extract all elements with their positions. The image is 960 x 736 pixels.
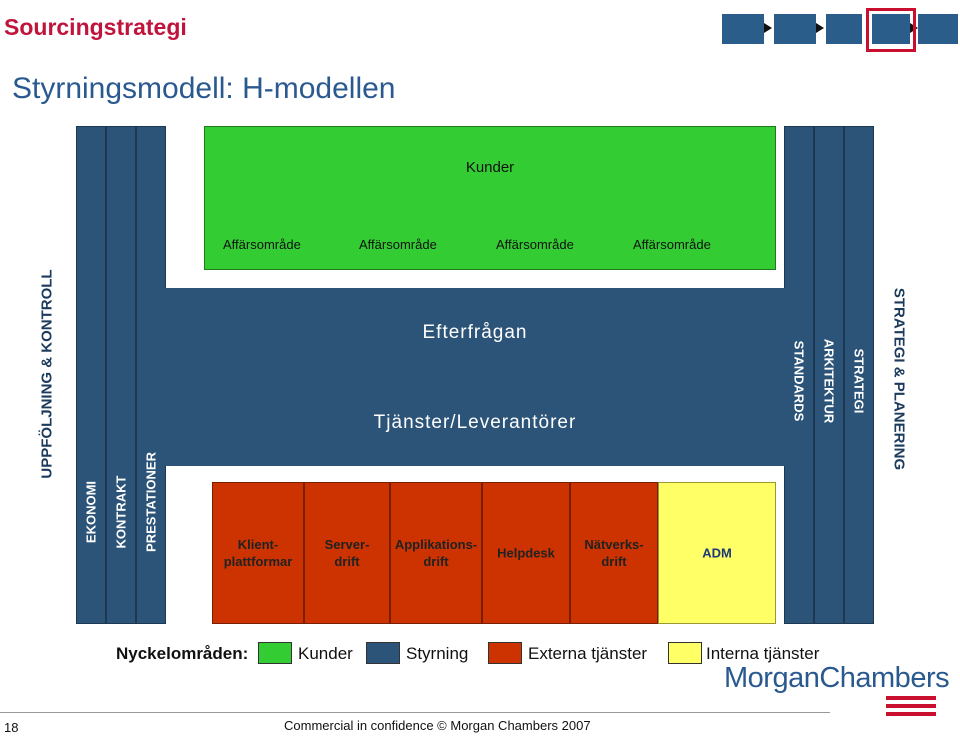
demand-label: Efterfrågan: [422, 322, 528, 343]
service-klientplattformar: Klient-plattformar: [212, 482, 304, 624]
nav-arrow-icon: [764, 23, 772, 33]
service-applikationsdrift: Applikations-drift: [390, 482, 482, 624]
page-number: 18: [4, 720, 19, 735]
customers-block: Kunder Affärsområde Affärsområde Affärso…: [204, 126, 776, 270]
nav-arrow-icon: [816, 23, 824, 33]
column-ekonomi: EKONOMI: [76, 126, 106, 624]
nav-step-4: [872, 14, 910, 44]
column-standards: STANDARDS: [784, 126, 814, 624]
nav-current-highlight: [866, 8, 916, 52]
logo-stripes-icon: [886, 696, 936, 716]
legend-label-kunder: Kunder: [298, 644, 353, 663]
suppliers-label: Tjänster/Leverantörer: [373, 412, 577, 433]
section-title: Sourcingstrategi: [4, 14, 187, 40]
service-adm: ADM: [658, 482, 776, 624]
business-area: Affärsområde: [633, 237, 711, 252]
confidential-notice: Commercial in confidence © Morgan Chambe…: [284, 718, 591, 733]
legend-label-externa: Externa tjänster: [528, 644, 648, 663]
nav-step-5: [918, 14, 958, 44]
right-axis-label: STRATEGI & PLANERING: [890, 287, 908, 471]
customers-title: Kunder: [465, 159, 515, 176]
business-area: Affärsområde: [496, 237, 574, 252]
column-prestationer: PRESTATIONER: [136, 126, 166, 624]
legend: Nyckelområden: Kunder Styrning Externa t…: [116, 642, 836, 668]
business-area: Affärsområde: [223, 237, 301, 252]
column-arkitektur: ARKITEKTUR: [814, 126, 844, 624]
legend-swatch-kunder: [258, 642, 292, 664]
legend-swatch-styrning: [366, 642, 400, 664]
service-natverksdrift: Nätverks-drift: [570, 482, 658, 624]
legend-swatch-interna: [668, 642, 702, 664]
nav-step-1: [722, 14, 764, 44]
column-kontrakt: KONTRAKT: [106, 126, 136, 624]
business-area: Affärsområde: [359, 237, 437, 252]
service-helpdesk: Helpdesk: [482, 482, 570, 624]
legend-label-styrning: Styrning: [406, 644, 469, 663]
legend-label-interna: Interna tjänster: [706, 644, 820, 663]
left-axis-label: UPPFÖLJNING & KONTROLL: [38, 269, 56, 479]
nav-step-3: [826, 14, 862, 44]
nav-step-2: [774, 14, 816, 44]
service-serverdrift: Server-drift: [304, 482, 390, 624]
legend-swatch-externa: [488, 642, 522, 664]
legend-title: Nyckelområden:: [116, 644, 249, 663]
middle-bar: Efterfrågan Tjänster/Leverantörer: [164, 288, 786, 466]
footer-rule: [0, 712, 830, 713]
column-strategi: STRATEGI: [844, 126, 874, 624]
company-logo: MorganChambers: [724, 662, 950, 694]
page-title: Styrningsmodell: H-modellen: [12, 72, 396, 105]
